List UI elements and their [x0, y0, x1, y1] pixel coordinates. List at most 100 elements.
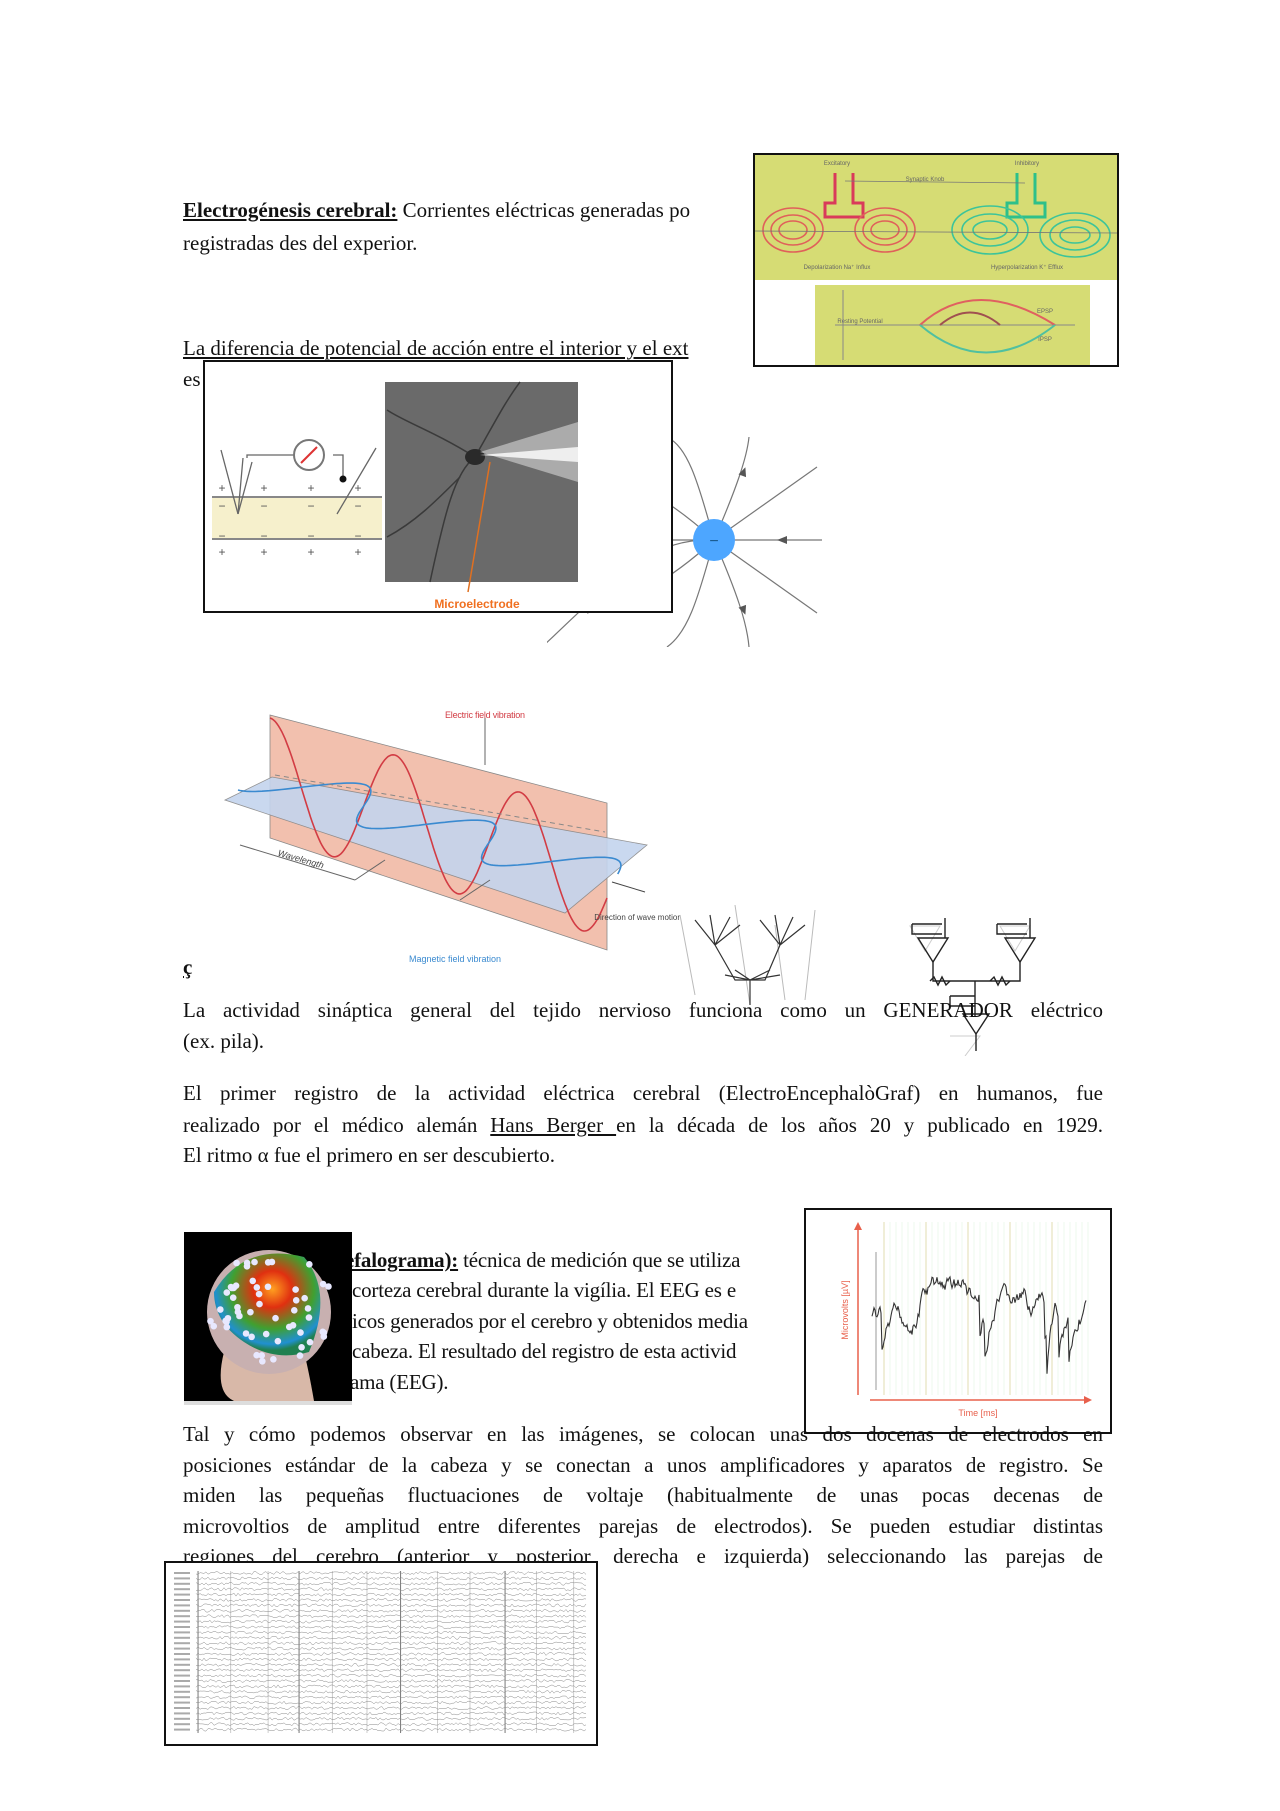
electrode-dot	[264, 1259, 272, 1266]
svg-text:+: +	[218, 545, 225, 559]
x-axis-label: Time [ms]	[958, 1408, 997, 1418]
electromagnetic-wave-figure: Electric field vibration Magnetic field …	[223, 710, 680, 964]
svg-text:−: −	[307, 499, 314, 513]
channel-label	[174, 1626, 190, 1628]
eeg-channel	[195, 1646, 587, 1651]
generator-line-1: La actividad sináptica general del tejid…	[183, 998, 1103, 1022]
section-heading: Electrogénesis cerebral:	[183, 198, 398, 222]
channel-label	[174, 1658, 190, 1661]
eeg-channel	[195, 1689, 587, 1694]
intro-line-1: Electrogénesis cerebral: Corrientes eléc…	[183, 195, 690, 225]
svg-text:−: −	[354, 499, 361, 513]
channel-label	[174, 1615, 190, 1618]
electrode-dot	[301, 1294, 308, 1302]
berger-line-2: realizado por el médico alemán Hans Berg…	[183, 1113, 1103, 1137]
channel-label	[174, 1604, 190, 1607]
channel-label	[174, 1685, 190, 1688]
intro-line-2: registradas des del experior.	[183, 231, 418, 255]
channel-label	[174, 1577, 190, 1580]
hans-berger-link[interactable]: Hans Berger	[490, 1113, 617, 1137]
electrode-dot	[290, 1307, 298, 1314]
eeg-head-image	[184, 1232, 352, 1405]
channel-label	[174, 1680, 190, 1682]
eeg-channel	[196, 1679, 587, 1683]
eeg-trace	[871, 1275, 1087, 1374]
electrode-dot	[264, 1283, 272, 1291]
eeg-channel	[195, 1587, 587, 1592]
eeg-channel	[195, 1619, 587, 1624]
eeg-channel	[195, 1668, 587, 1673]
channel-label	[174, 1653, 190, 1655]
svg-text:−: −	[218, 499, 225, 513]
eeg-channel	[195, 1608, 587, 1613]
channel-label	[174, 1599, 190, 1601]
electrode-dot	[285, 1323, 293, 1331]
eeg-channel	[195, 1684, 587, 1689]
label-hyperpolarization: Hyperpolarization K⁺ Efflux	[991, 264, 1063, 271]
channel-label	[174, 1620, 190, 1623]
electrode-dot	[242, 1330, 250, 1337]
eeg-channel	[195, 1657, 587, 1662]
channel-label	[174, 1696, 190, 1699]
eeg-channel	[195, 1641, 587, 1646]
channel-label	[174, 1669, 190, 1672]
electrode-dot	[262, 1330, 270, 1338]
electrode-dot	[258, 1352, 266, 1359]
electrode-dot	[207, 1317, 214, 1325]
eeg-channel	[195, 1722, 587, 1727]
eeg-channel	[195, 1727, 587, 1732]
eeg-channel	[195, 1576, 586, 1581]
label-synaptic-knob: Synaptic Knob	[906, 177, 945, 183]
generator-line-2: (ex. pila).	[183, 1029, 265, 1053]
channel-label	[174, 1593, 190, 1596]
electrode-dot	[247, 1308, 254, 1316]
electrode-dot	[217, 1306, 224, 1313]
electrode-dot	[292, 1297, 300, 1304]
electrode-dot	[296, 1352, 304, 1359]
channel-label	[174, 1647, 190, 1650]
y-axis-label: Microvolts [µV]	[840, 1280, 850, 1339]
eeg-def-line-3: icos generados por el cerebro y obtenido…	[352, 1309, 748, 1333]
intro-text: Corrientes eléctricas generadas po	[397, 198, 691, 222]
label-depolarization: Depolarization Na⁺ Influx	[804, 264, 871, 271]
intro-line-3: La diferencia de potencial de acción ent…	[183, 336, 689, 360]
electrode-dot	[256, 1300, 263, 1308]
eeg-channel	[195, 1662, 587, 1667]
placement-line-4: microvoltios de amplitud entre diferente…	[183, 1514, 1103, 1538]
stray-character: ç	[183, 955, 193, 979]
label-ipsp: IPSP	[1038, 337, 1052, 343]
electrode-dot	[234, 1308, 242, 1316]
electrode-dot	[292, 1286, 299, 1293]
channel-label	[174, 1636, 190, 1639]
electrode-dot	[253, 1284, 261, 1291]
electrode-dot	[305, 1314, 313, 1321]
eeg-channel	[195, 1700, 587, 1705]
eeg-channel	[195, 1716, 587, 1721]
eeg-channel	[195, 1592, 587, 1597]
eeg-def-line-5: ama (EEG).	[350, 1370, 449, 1394]
electrode-dot	[255, 1290, 263, 1298]
electrode-dot	[306, 1261, 313, 1268]
electrode-dot	[229, 1294, 237, 1301]
electrode-dot	[233, 1259, 240, 1267]
svg-text:−: −	[218, 529, 225, 543]
electrode-dot	[251, 1258, 258, 1266]
electrode-dot	[298, 1344, 305, 1351]
electrode-dot	[249, 1277, 257, 1285]
berger-line-1: El primer registro de la actividad eléct…	[183, 1081, 1103, 1105]
eeg-channel	[195, 1706, 587, 1710]
label-inhibitory: Inhibitory	[1015, 161, 1039, 167]
electrode-dot	[297, 1329, 304, 1336]
negative-charge	[693, 519, 735, 561]
placement-line-1: Tal y cómo podemos observar en las imáge…	[183, 1422, 1103, 1446]
eeg-channel	[195, 1652, 587, 1656]
svg-text:−: −	[354, 529, 361, 543]
electrode-dot	[274, 1337, 282, 1345]
electrode-dot	[223, 1289, 231, 1296]
svg-text:−: −	[260, 529, 267, 543]
electrode-dot	[248, 1333, 255, 1341]
circuit-diagram	[909, 918, 1037, 1056]
eeg-channel	[195, 1598, 587, 1602]
eeg-channel	[195, 1614, 587, 1618]
channel-label	[174, 1609, 190, 1612]
